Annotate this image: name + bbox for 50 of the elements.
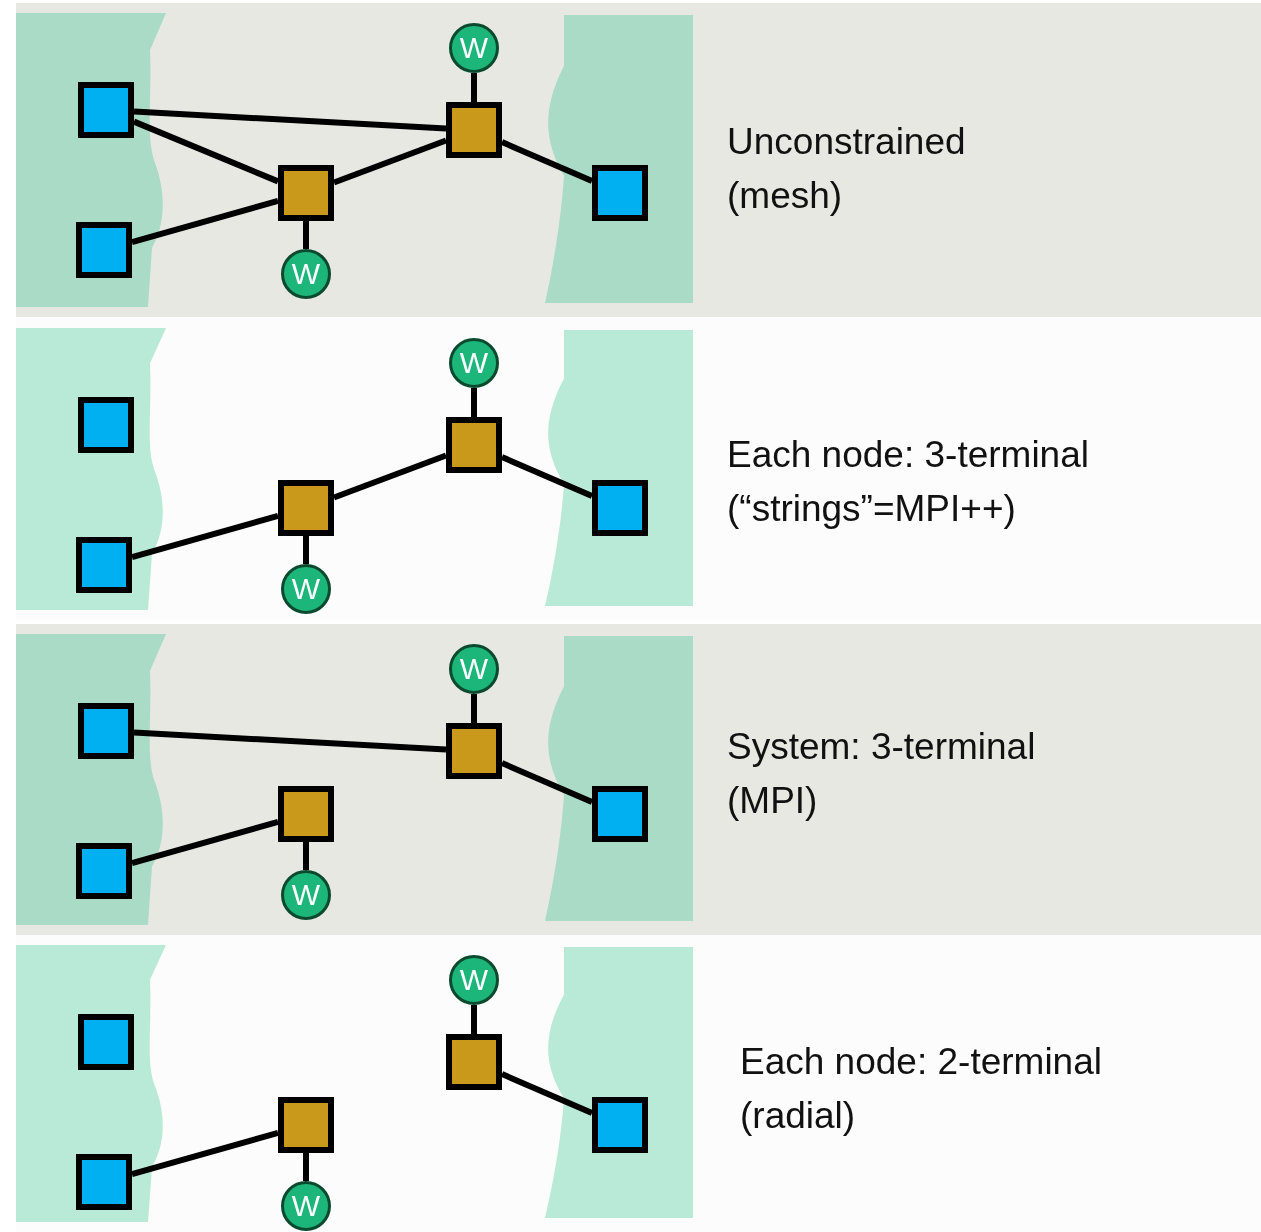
bus-square bbox=[76, 537, 132, 593]
bus-square bbox=[76, 222, 132, 278]
connector-line bbox=[471, 694, 477, 723]
panel-caption: Each node: 3-terminal (“strings”=MPI++) bbox=[727, 433, 1090, 531]
panel-band bbox=[16, 3, 1261, 317]
node-square bbox=[278, 165, 334, 221]
panel-caption: System: 3-terminal (MPI) bbox=[727, 725, 1037, 823]
node-square bbox=[446, 1034, 502, 1090]
bus-square bbox=[76, 843, 132, 899]
bus-square bbox=[592, 1097, 648, 1153]
connector-line bbox=[303, 221, 309, 249]
w-circle: W bbox=[281, 1181, 331, 1231]
bus-square bbox=[78, 82, 134, 138]
connector-line bbox=[133, 108, 447, 132]
bus-square bbox=[76, 1154, 132, 1210]
panel-band bbox=[16, 624, 1261, 935]
bus-square bbox=[592, 480, 648, 536]
bus-square bbox=[78, 703, 134, 759]
bus-square bbox=[592, 786, 648, 842]
connector-line bbox=[471, 73, 477, 102]
connector-line bbox=[131, 819, 279, 866]
connector-line bbox=[303, 536, 309, 564]
w-circle: W bbox=[281, 249, 331, 299]
connector-line bbox=[131, 513, 279, 560]
node-square bbox=[446, 102, 502, 158]
connector-line bbox=[471, 1005, 477, 1034]
panel-caption: Unconstrained (mesh) bbox=[727, 120, 967, 218]
connector-line bbox=[131, 198, 279, 245]
node-square bbox=[278, 480, 334, 536]
node-square bbox=[278, 1097, 334, 1153]
panel-band bbox=[16, 318, 1261, 620]
bus-square bbox=[78, 397, 134, 453]
node-square bbox=[278, 786, 334, 842]
bus-square bbox=[78, 1014, 134, 1070]
node-square bbox=[446, 417, 502, 473]
panel-band bbox=[16, 935, 1261, 1232]
w-circle: W bbox=[449, 338, 499, 388]
w-circle: W bbox=[281, 870, 331, 920]
connector-line bbox=[303, 1153, 309, 1181]
w-circle: W bbox=[281, 564, 331, 614]
connector-line bbox=[133, 729, 447, 753]
w-circle: W bbox=[449, 23, 499, 73]
panel-caption: Each node: 2-terminal (radial) bbox=[740, 1040, 1103, 1138]
w-circle: W bbox=[449, 955, 499, 1005]
node-square bbox=[446, 723, 502, 779]
connector-line bbox=[303, 842, 309, 870]
w-circle: W bbox=[449, 644, 499, 694]
bus-square bbox=[592, 165, 648, 221]
connector-line bbox=[471, 388, 477, 417]
connector-line bbox=[131, 1130, 279, 1177]
